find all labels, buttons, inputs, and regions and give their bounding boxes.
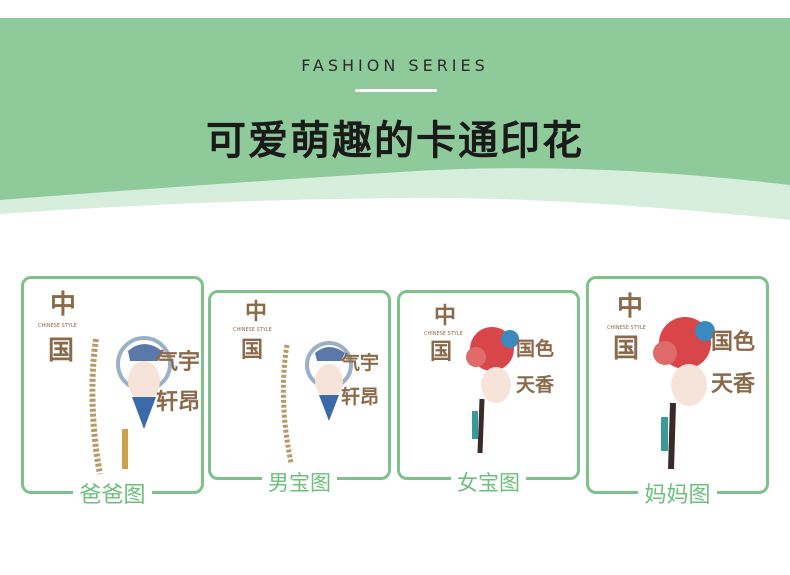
china-char-top: 中 [617, 292, 643, 322]
chinese-style-text: CHINESE STYLE [424, 331, 463, 337]
china-char-bottom: 国 [430, 339, 452, 365]
chinese-style-text: CHINESE STYLE [607, 325, 646, 331]
china-char-bottom: 国 [241, 337, 263, 363]
vertical-text-2: 轩昂 [341, 385, 379, 408]
vertical-text-1: 气宇 [340, 351, 379, 374]
vertical-text-2: 天香 [711, 371, 755, 397]
female-opera-print: 中 国 CHINESE STYLE 国色 天香 [424, 303, 555, 454]
china-char-top: 中 [434, 303, 456, 329]
card-label: 男宝图 [211, 467, 388, 497]
card-label: 女宝图 [400, 467, 577, 497]
card-label: 爸爸图 [24, 477, 201, 509]
print-card-mom[interactable]: 中 国 CHINESE STYLE 国色 天香 妈妈图 [586, 276, 769, 508]
page-title: 可爱萌趣的卡通印花 [206, 118, 584, 164]
china-char-bottom: 国 [48, 336, 74, 366]
china-char-bottom: 国 [613, 334, 639, 364]
print-card-girl[interactable]: 中 国 CHINESE STYLE 国色 天香 女宝图 [397, 290, 580, 495]
title-underline [355, 89, 437, 92]
china-char-top: 中 [50, 290, 76, 320]
print-card-boy[interactable]: 中 国 CHINESE STYLE 气宇 轩昂 男宝图 [208, 290, 391, 495]
china-char-top: 中 [245, 299, 267, 325]
vertical-text-1: 国色 [711, 329, 755, 355]
chinese-style-text: CHINESE STYLE [38, 323, 77, 329]
header-banner [0, 18, 790, 220]
female-opera-print: 中 国 CHINESE STYLE 国色 天香 [607, 292, 755, 470]
card-label: 妈妈图 [589, 477, 766, 509]
chinese-style-text: CHINESE STYLE [233, 327, 272, 333]
print-card-dad[interactable]: 中 国 CHINESE STYLE 气宇 轩昂 爸爸图 [21, 276, 204, 508]
vertical-text-2: 轩昂 [156, 389, 200, 415]
male-opera-print: 中 国 CHINESE STYLE 气宇 轩昂 [38, 290, 200, 475]
vertical-text-1: 气宇 [155, 349, 200, 375]
male-opera-print: 中 国 CHINESE STYLE 气宇 轩昂 [233, 299, 379, 464]
series-eyebrow: FASHION SERIES [301, 56, 489, 75]
vertical-text-1: 国色 [516, 337, 554, 360]
vertical-text-2: 天香 [516, 374, 555, 396]
